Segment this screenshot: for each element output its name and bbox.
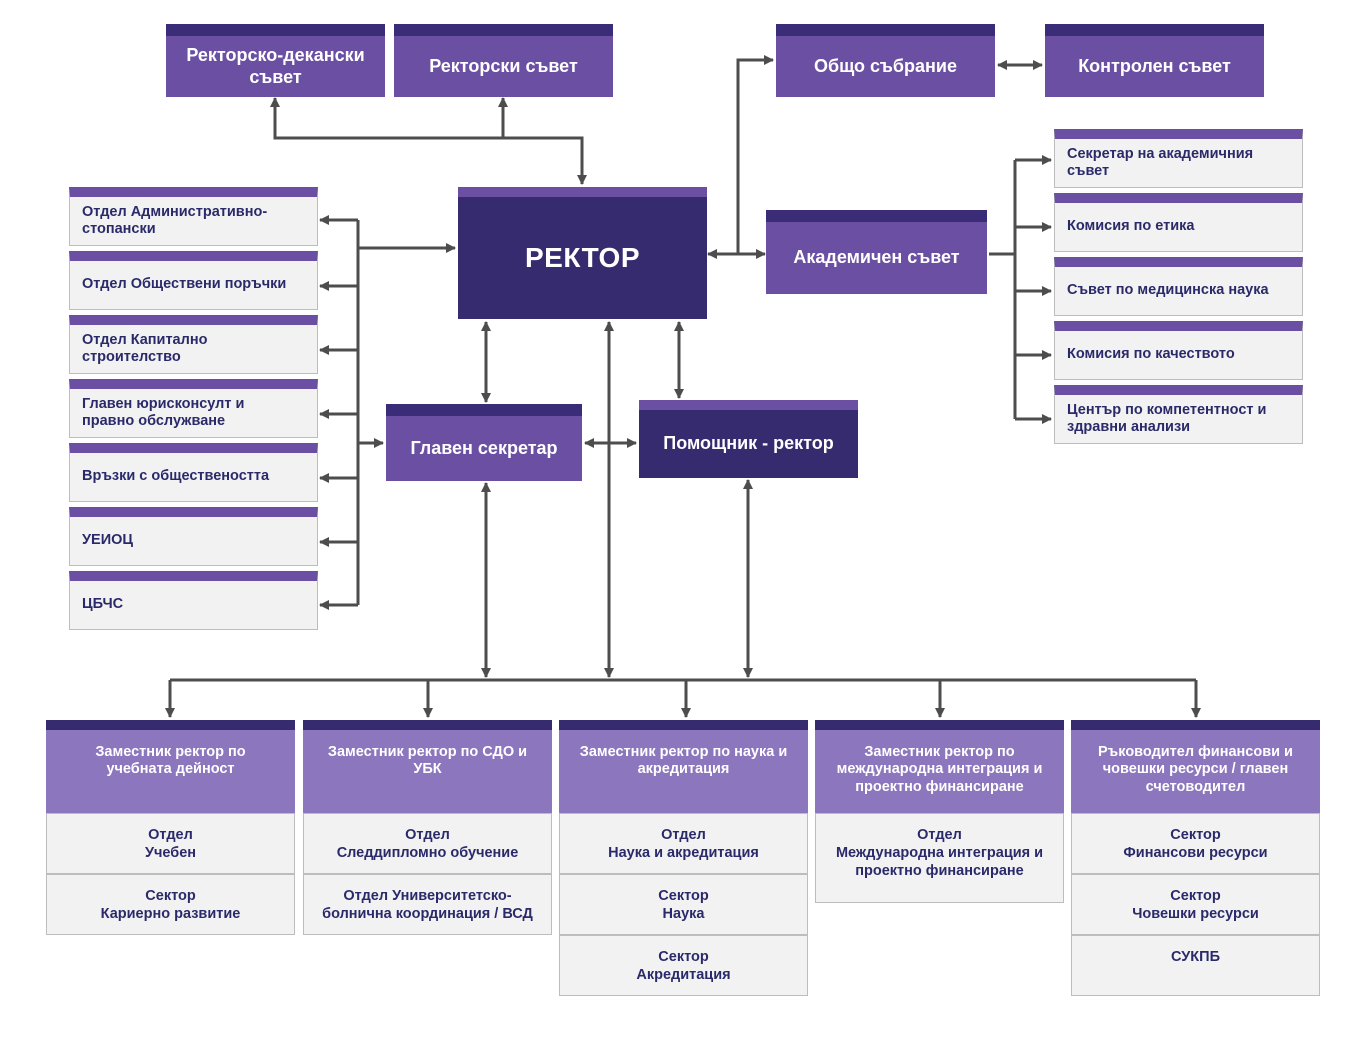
head-finance-hr: Ръководител финансови и човешки ресурси … <box>1071 720 1320 813</box>
unit-cell-label: Сектор Акредитация <box>636 949 731 984</box>
unit-cell: Сектор Акредитация <box>559 935 808 996</box>
assistant-rector-label: Помощник - ректор <box>663 433 834 454</box>
rector-box: РЕКТОР <box>458 187 707 319</box>
unit-cell-label: Сектор Наука <box>658 888 709 923</box>
unit-cell: Отдел Учебен <box>46 813 295 874</box>
academic-unit-label: Съвет по медицинска наука <box>1067 282 1269 299</box>
vice-rector-international: Заместник ректор по международна интегра… <box>815 720 1064 813</box>
rector-dean-council-label: Ректорско-декански съвет <box>186 44 365 87</box>
unit-cell-label: Отдел Следдипломно обучение <box>336 827 519 862</box>
rector-dean-council-box: Ректорско-декански съвет <box>166 24 385 97</box>
left-unit-label: ЦБЧС <box>82 596 124 613</box>
left-unit-pr: Връзки с обществеността <box>69 443 318 502</box>
left-unit-label: Главен юрисконсулт и правно обслужване <box>82 395 245 429</box>
vice-rector-science: Заместник ректор по наука и акредитация <box>559 720 808 813</box>
unit-cell-label: Сектор Човешки ресурси <box>1132 888 1259 923</box>
unit-cell-label: Отдел Университетско- болнична координац… <box>322 888 533 923</box>
left-unit-construction: Отдел Капитално строителство <box>69 315 318 374</box>
unit-cell: Сектор Наука <box>559 874 808 935</box>
academic-unit-medical-science: Съвет по медицинска наука <box>1054 257 1303 316</box>
left-unit-admin: Отдел Административно- стопански <box>69 187 318 246</box>
left-unit-legal: Главен юрисконсулт и правно обслужване <box>69 379 318 438</box>
unit-cell-label: СУКПБ <box>1171 949 1220 965</box>
left-unit-ueioc: УЕИОЦ <box>69 507 318 566</box>
unit-cell: Сектор Финансови ресурси <box>1071 813 1320 874</box>
unit-cell: Отдел Университетско- болнична координац… <box>303 874 552 935</box>
left-unit-cbchs: ЦБЧС <box>69 571 318 630</box>
chief-secretary-label: Главен секретар <box>410 437 558 458</box>
academic-unit-secretary: Секретар на академичния съвет <box>1054 129 1303 188</box>
rector-council-box: Ректорски съвет <box>394 24 613 97</box>
left-unit-label: Връзки с обществеността <box>82 468 270 485</box>
vice-rector-sdo: Заместник ректор по СДО и УБК <box>303 720 552 813</box>
general-assembly-box: Общо събрание <box>776 24 995 97</box>
left-unit-label: Отдел Капитално строителство <box>82 331 208 365</box>
unit-cell: Отдел Международна интеграция и проектно… <box>815 813 1064 903</box>
academic-unit-label: Център по компетентност и здравни анализ… <box>1067 401 1267 435</box>
unit-cell-label: Отдел Наука и акредитация <box>608 827 759 862</box>
left-unit-label: Отдел Административно- стопански <box>82 203 268 237</box>
assistant-rector-box: Помощник - ректор <box>639 400 858 478</box>
academic-council-label: Академичен съвет <box>793 247 960 268</box>
rector-council-label: Ректорски съвет <box>429 55 578 76</box>
left-unit-label: УЕИОЦ <box>82 532 133 549</box>
unit-cell: Сектор Човешки ресурси <box>1071 874 1320 935</box>
unit-cell: СУКПБ <box>1071 935 1320 996</box>
vice-rector-title: Заместник ректор по СДО и УБК <box>327 744 528 778</box>
academic-unit-quality: Комисия по качеството <box>1054 321 1303 380</box>
academic-council-box: Академичен съвет <box>766 210 987 294</box>
unit-cell: Отдел Следдипломно обучение <box>303 813 552 874</box>
general-assembly-label: Общо събрание <box>813 55 958 76</box>
left-unit-label: Отдел Обществени поръчки <box>82 276 287 293</box>
unit-cell-label: Отдел Учебен <box>144 827 197 862</box>
vice-rector-title: Заместник ректор по учебната дейност <box>95 744 246 778</box>
academic-unit-competence-center: Център по компетентност и здравни анализ… <box>1054 385 1303 444</box>
academic-unit-label: Комисия по качеството <box>1067 346 1235 363</box>
vice-rector-title: Заместник ректор по международна интегра… <box>836 744 1043 795</box>
academic-unit-label: Комисия по етика <box>1067 218 1195 235</box>
rector-label: РЕКТОР <box>525 242 640 274</box>
unit-cell-label: Сектор Кариерно развитие <box>100 888 241 923</box>
academic-unit-label: Секретар на академичния съвет <box>1067 145 1254 179</box>
unit-cell: Отдел Наука и акредитация <box>559 813 808 874</box>
unit-cell-label: Сектор Финансови ресурси <box>1123 827 1268 862</box>
vice-rector-title: Заместник ректор по наука и акредитация <box>579 744 788 778</box>
control-council-label: Контролен съвет <box>1078 55 1231 76</box>
control-council-box: Контролен съвет <box>1045 24 1264 97</box>
chief-secretary-box: Главен секретар <box>386 404 582 481</box>
unit-cell: Сектор Кариерно развитие <box>46 874 295 935</box>
unit-cell-label: Отдел Международна интеграция и проектно… <box>835 827 1044 880</box>
vice-rector-title: Ръководител финансови и човешки ресурси … <box>1098 744 1293 795</box>
academic-unit-ethics: Комисия по етика <box>1054 193 1303 252</box>
left-unit-procurement: Отдел Обществени поръчки <box>69 251 318 310</box>
vice-rector-education: Заместник ректор по учебната дейност <box>46 720 295 813</box>
